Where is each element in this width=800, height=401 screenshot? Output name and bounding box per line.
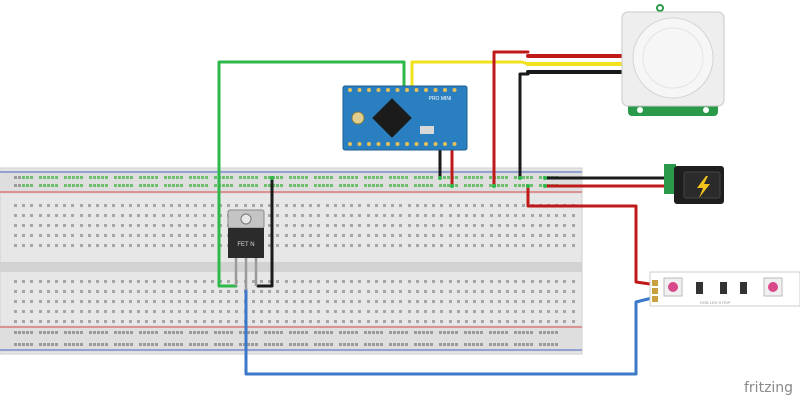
mosfet-label: FET N — [237, 242, 254, 248]
arduino-pin-header — [348, 88, 457, 146]
fritzing-brand: fritzing — [744, 380, 793, 396]
led-strip-pad-red — [652, 280, 658, 286]
lightning-bolt-icon — [697, 176, 710, 198]
strip-vcc-wire — [526, 184, 652, 286]
breadboard-holes — [14, 176, 575, 346]
mosfet: FET N — [227, 209, 265, 290]
led-chip-3 — [763, 277, 783, 297]
resistor-3 — [740, 282, 747, 294]
arduino-label: PRO MINI — [429, 96, 452, 102]
led-strip-pad-green — [652, 288, 658, 294]
led-strip-label: RGB LED STRIP — [700, 300, 731, 305]
pir-sensor — [621, 4, 725, 116]
blue-drain-wire — [244, 288, 654, 376]
arduino-crystal — [420, 126, 434, 134]
mosfet-gnd-wire — [256, 176, 274, 288]
pir-gnd-wire — [518, 72, 530, 180]
power-jack — [664, 164, 724, 204]
pir-vcc-wire — [492, 50, 530, 188]
yellow-signal-wire — [410, 60, 530, 96]
led-strip: RGB LED STRIP — [649, 271, 800, 307]
pir-dome — [632, 17, 714, 99]
wires — [217, 50, 668, 376]
mosfet-mount-hole — [240, 213, 252, 225]
breadboard — [0, 167, 583, 355]
pir-mount-hole-top — [656, 4, 664, 12]
top-power-rail — [0, 170, 582, 194]
arduino-pro-mini: PRO MINI — [342, 85, 468, 151]
bottom-power-rail — [0, 325, 582, 352]
resistor-2 — [720, 282, 727, 294]
led-strip-pad-blue — [652, 296, 658, 302]
led-chip-2 — [710, 278, 728, 296]
center-channel — [0, 262, 582, 272]
pir-mount-hole-right — [703, 107, 709, 113]
arduino-reset-button — [351, 111, 365, 125]
wire-endpoints — [270, 176, 547, 188]
resistor-1 — [696, 282, 703, 294]
led-chip-1 — [663, 277, 683, 297]
power-jack-pcb — [664, 164, 676, 194]
green-signal-wire — [217, 60, 406, 288]
pir-mount-hole-left — [637, 107, 643, 113]
mosfet-body — [228, 228, 264, 258]
